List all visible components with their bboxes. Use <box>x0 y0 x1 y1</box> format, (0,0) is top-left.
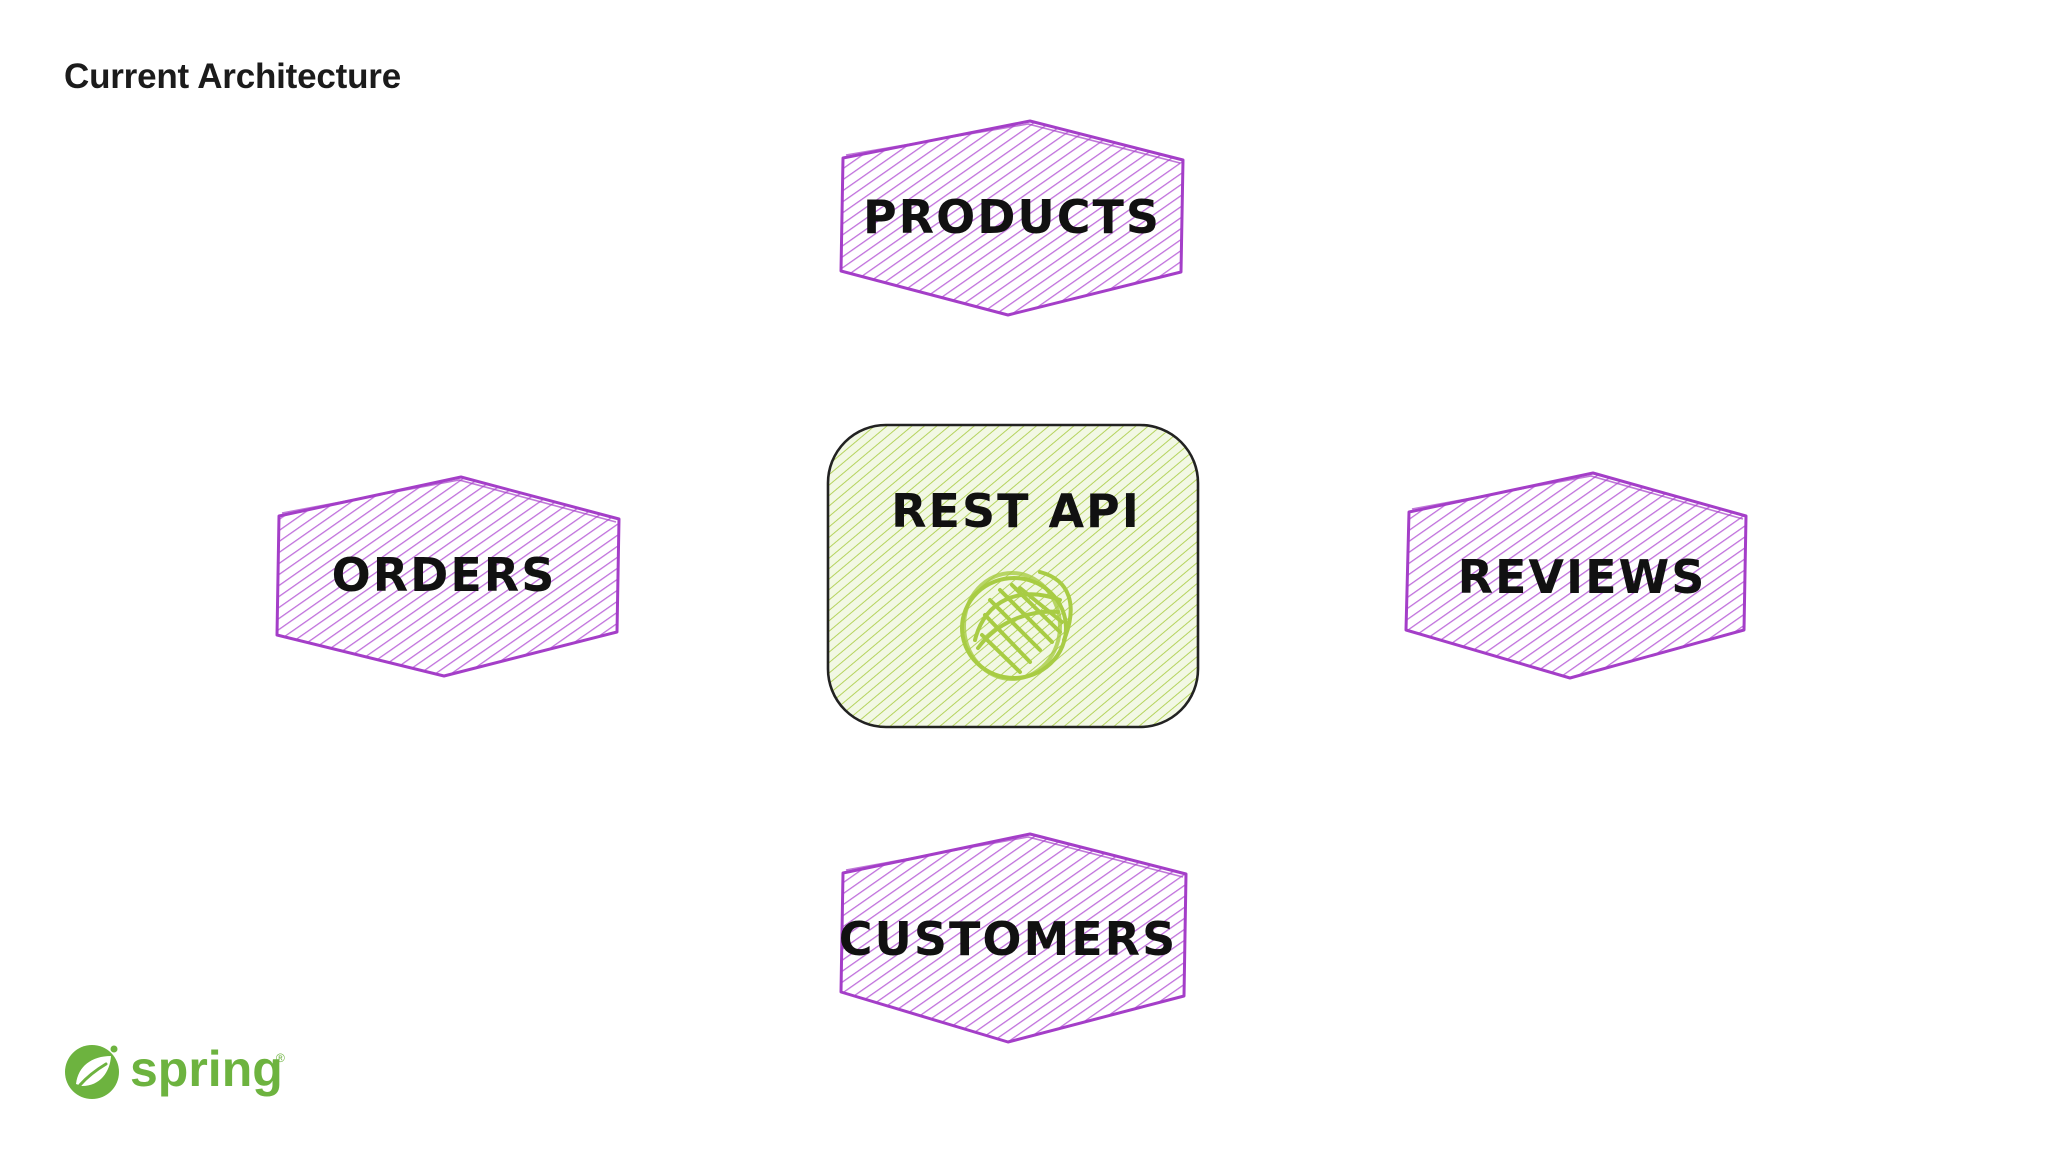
service-label-reviews: REVIEWS <box>1458 550 1707 604</box>
service-label-orders: ORDERS <box>332 548 557 602</box>
service-label-products: PRODUCTS <box>863 190 1161 244</box>
service-node-orders: ORDERS <box>275 475 621 678</box>
service-label-customers: CUSTOMERS <box>839 912 1177 966</box>
service-node-customers: CUSTOMERS <box>839 832 1188 1044</box>
slide-title: Current Architecture <box>64 57 401 96</box>
spring-logo-icon <box>65 1045 119 1099</box>
spring-logo: spring ® <box>65 1041 285 1099</box>
spring-leaf-icon <box>960 570 1073 681</box>
rest-api-label: REST API <box>891 484 1141 538</box>
trademark-symbol: ® <box>276 1051 285 1065</box>
spring-logo-text: spring <box>130 1041 283 1097</box>
rest-api-node: REST API <box>826 423 1200 729</box>
service-node-reviews: REVIEWS <box>1404 471 1748 680</box>
service-node-products: PRODUCTS <box>839 119 1185 317</box>
